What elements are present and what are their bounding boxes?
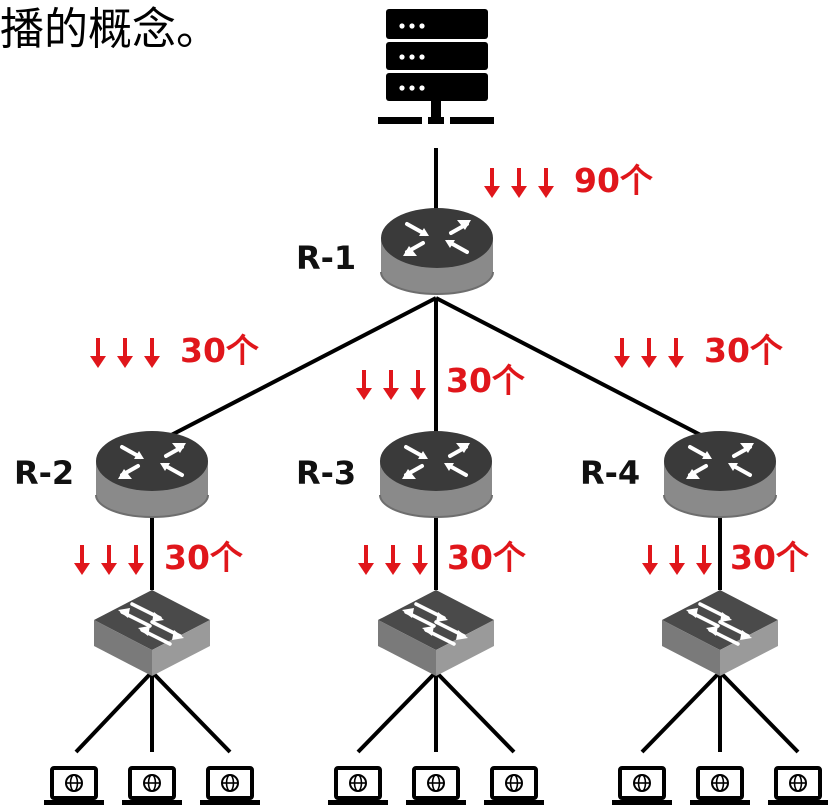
flow-count-r1-r3: 30个 bbox=[446, 361, 525, 400]
flow-count-r3-switch: 30个 bbox=[447, 538, 526, 577]
flow-arrows-r4-switch bbox=[642, 545, 712, 575]
link-sw3-host3 bbox=[434, 670, 516, 754]
host-laptop-icon bbox=[404, 766, 468, 807]
host-laptop-icon bbox=[610, 766, 674, 807]
server-icon bbox=[378, 9, 494, 124]
flow-arrows-r2-switch bbox=[74, 545, 144, 575]
flow-count-r2-switch: 30个 bbox=[164, 538, 243, 577]
router-r2-icon bbox=[94, 429, 210, 519]
caption-text: 播的概念。 bbox=[0, 4, 220, 55]
router-label-r2: R-2 bbox=[14, 454, 75, 492]
flow-arrows-server-r1 bbox=[484, 168, 554, 198]
flow-arrows-r1-r3 bbox=[356, 370, 426, 400]
flow-count-r4-switch: 30个 bbox=[730, 538, 809, 577]
host-laptop-icon bbox=[42, 766, 106, 807]
link-sw2-host1 bbox=[74, 670, 154, 754]
links bbox=[74, 148, 800, 754]
flow-arrows-r3-switch bbox=[358, 545, 428, 575]
flow-count-r1-r2: 30个 bbox=[180, 331, 259, 370]
link-sw4-host3 bbox=[718, 670, 800, 754]
host-laptop-icon bbox=[198, 766, 262, 807]
host-laptop-icon bbox=[766, 766, 829, 807]
switch-r2-icon bbox=[92, 588, 212, 678]
link-sw3-host1 bbox=[356, 670, 438, 754]
link-sw2-host3 bbox=[150, 670, 232, 754]
router-r1-icon bbox=[379, 206, 495, 296]
flow-count-server-r1: 90个 bbox=[574, 161, 653, 200]
host-laptop-icon bbox=[688, 766, 752, 807]
host-laptop-icon bbox=[326, 766, 390, 807]
router-label-r4: R-4 bbox=[580, 454, 641, 492]
link-sw4-host1 bbox=[640, 670, 722, 754]
flow-arrows-r1-r2 bbox=[90, 338, 160, 368]
router-r3-icon bbox=[378, 429, 494, 519]
host-laptop-icon bbox=[482, 766, 546, 807]
link-r1-r2 bbox=[151, 296, 437, 447]
link-r1-r4 bbox=[435, 296, 721, 447]
router-label-r1: R-1 bbox=[296, 239, 357, 277]
switch-r4-icon bbox=[660, 588, 780, 678]
flow-arrows-r1-r4 bbox=[614, 338, 684, 368]
router-label-r3: R-3 bbox=[296, 454, 357, 492]
flow-count-r1-r4: 30个 bbox=[704, 331, 783, 370]
host-laptop-icon bbox=[120, 766, 184, 807]
switch-r3-icon bbox=[376, 588, 496, 678]
router-r4-icon bbox=[662, 429, 778, 519]
